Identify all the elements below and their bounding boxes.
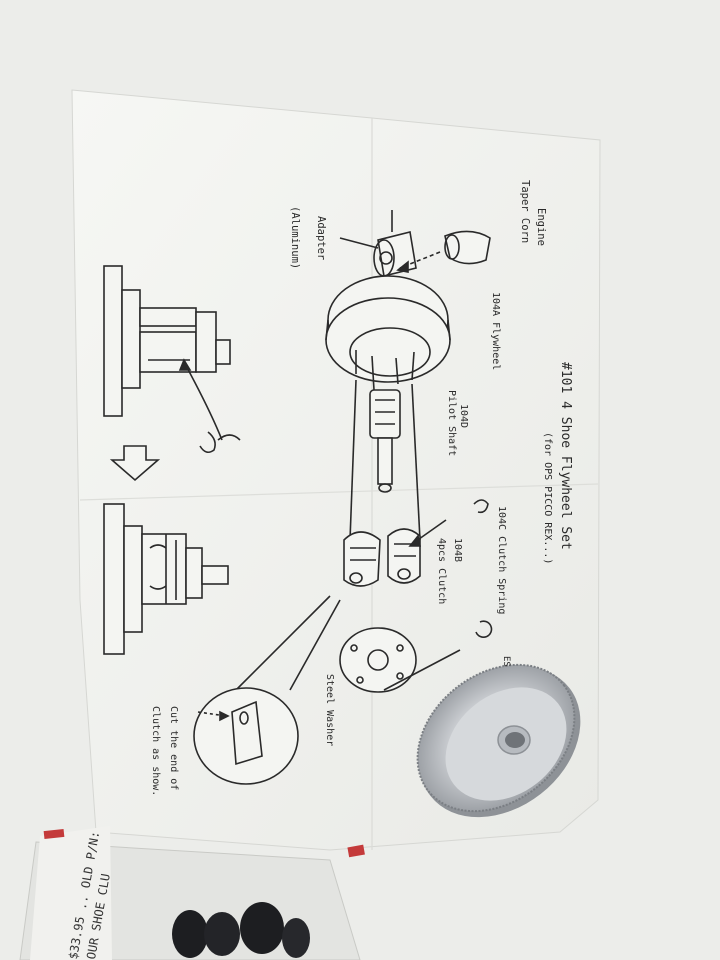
assembly-sketch-before xyxy=(103,265,241,454)
instruction-paper xyxy=(71,89,601,851)
paper-fold-horizontal xyxy=(79,483,599,501)
label-aluminum: (Aluminum) xyxy=(289,206,301,270)
label-clutch-pcs: 4pcs Clutch xyxy=(436,538,447,605)
label-pilot-number: 104D xyxy=(458,404,469,429)
parts-bag xyxy=(19,826,365,960)
label-clutch-number: 104B xyxy=(452,538,463,563)
label-pilot-shaft: Pilot Shaft xyxy=(446,390,457,457)
sheet-subtitle: (for OPS PICCO REX...) xyxy=(542,432,553,565)
label-steel-washer: Steel Washer xyxy=(324,674,335,747)
label-edge-code: ES xyxy=(501,656,511,667)
aluminum-flywheel xyxy=(416,663,581,818)
label-engine: Engine xyxy=(535,208,547,246)
label-cut-line-2: Clutch as show. xyxy=(150,706,161,797)
label-clutch-spring: 104C Clutch Spring xyxy=(496,506,507,615)
sheet-title: #101 4 Shoe Flywheel Set xyxy=(558,362,573,550)
down-arrow xyxy=(109,445,161,482)
label-cut-line-1: Cut the end of xyxy=(168,706,179,791)
assembly-sketch-after xyxy=(103,503,229,655)
exploded-diagram xyxy=(193,210,493,785)
label-adapter: Adapter xyxy=(315,216,327,261)
label-taper-corn: Taper Corn xyxy=(519,180,531,244)
label-flywheel: 104A Flywheel xyxy=(490,292,501,371)
